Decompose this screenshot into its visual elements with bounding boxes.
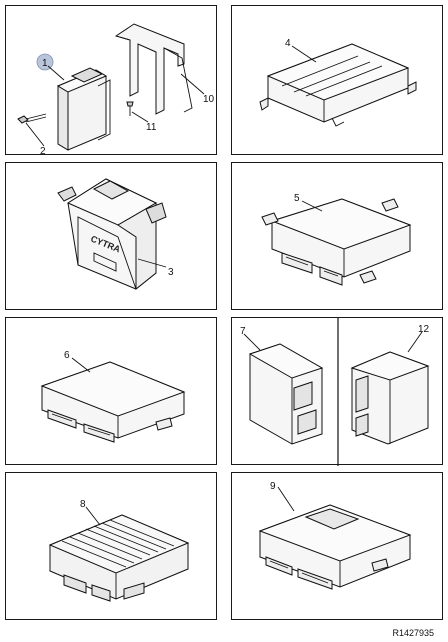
panel-finned-module: 8 bbox=[5, 472, 217, 620]
item-label-7: 7 bbox=[240, 326, 246, 337]
panel-module-9: 9 bbox=[231, 472, 443, 620]
module-9-illustration: 9 bbox=[258, 481, 412, 590]
panel-connector-module: 5 bbox=[231, 162, 443, 310]
panel-module-6: 6 bbox=[5, 317, 217, 465]
cytra-module-illustration: CYTRA 3 bbox=[57, 178, 174, 291]
panel-flat-module: 4 bbox=[231, 5, 443, 155]
panel-module-with-bracket: 1 2 10 11 bbox=[5, 5, 217, 156]
item-label-10: 10 bbox=[203, 94, 215, 105]
item-label-8: 8 bbox=[80, 499, 86, 510]
item-label-6: 6 bbox=[64, 350, 70, 361]
modules-7-12-illustration: 7 12 bbox=[240, 318, 430, 466]
item-label-5: 5 bbox=[294, 193, 300, 204]
item-label-3: 3 bbox=[168, 267, 174, 278]
item-label-4: 4 bbox=[285, 38, 291, 49]
flat-module-illustration: 4 bbox=[259, 38, 417, 127]
item-1-highlight bbox=[36, 53, 54, 71]
connector-module-illustration: 5 bbox=[261, 193, 412, 286]
item-label-2: 2 bbox=[40, 146, 46, 156]
item-label-1: 1 bbox=[42, 58, 48, 69]
bracket-assembly-illustration: 1 2 10 11 bbox=[17, 23, 215, 156]
item-label-9: 9 bbox=[270, 481, 276, 492]
reference-code: R1427935 bbox=[392, 628, 434, 638]
panel-cytra-module: CYTRA 3 bbox=[5, 162, 217, 310]
panel-modules-7-12: 7 12 bbox=[231, 317, 443, 466]
item-label-12: 12 bbox=[418, 324, 430, 335]
item-label-11: 11 bbox=[146, 122, 157, 133]
finned-module-illustration: 8 bbox=[48, 499, 190, 602]
module-6-illustration: 6 bbox=[40, 350, 186, 443]
